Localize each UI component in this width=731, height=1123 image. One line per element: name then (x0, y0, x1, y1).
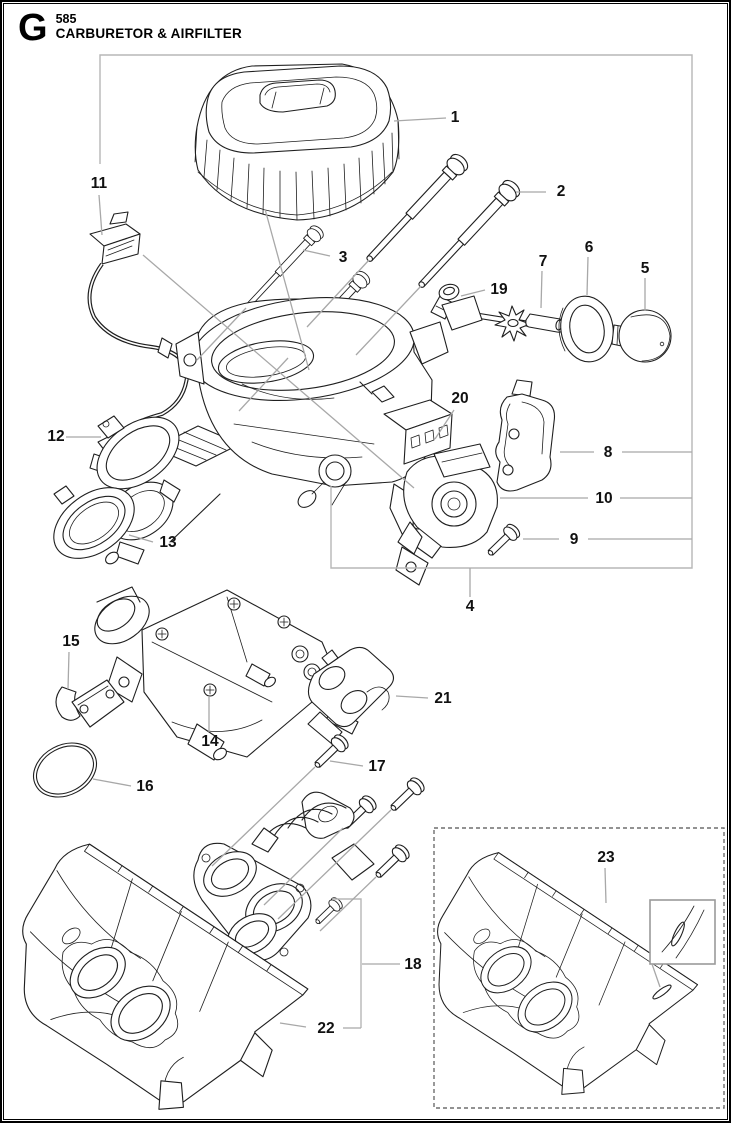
part-16-seal-ring (33, 742, 97, 798)
callout-16-label: 16 (136, 778, 154, 795)
callout-2-label: 2 (557, 183, 566, 200)
part-10-throttle-cam (397, 443, 498, 555)
callout-15-label: 15 (62, 633, 80, 650)
callout-8-label: 8 (604, 444, 613, 461)
assembly-frame (99, 54, 693, 1028)
inset-dashed-box (433, 827, 725, 1109)
part-13-clamp (53, 485, 145, 565)
page-title: CARBURETOR & AIRFILTER (55, 26, 242, 41)
callout-5-label: 5 (641, 260, 650, 277)
callout-6-label: 6 (585, 239, 594, 256)
callout-13-label: 13 (159, 534, 177, 551)
callout-19-label: 19 (490, 281, 508, 298)
callout-20-label: 20 (451, 390, 468, 407)
part-20-connector (359, 381, 453, 465)
callout-labels: 1 2 3 4 5 6 7 8 9 10 11 12 13 14 15 16 1… (47, 109, 649, 1037)
page-header: G 585 CARBURETOR & AIRFILTER (18, 7, 242, 49)
part-5-purge-bulb (611, 309, 672, 363)
part-18-manifold (193, 791, 375, 961)
section-letter: G (18, 7, 48, 49)
callout-10-label: 10 (595, 490, 612, 507)
callout-18-label: 18 (404, 956, 422, 973)
detail-inset-square (649, 899, 716, 965)
callout-22-label: 22 (317, 1020, 334, 1037)
part-12-clamp (96, 415, 181, 503)
part-1-air-filter (194, 63, 400, 221)
part-23-inset (433, 827, 725, 1109)
callout-7-label: 7 (539, 253, 548, 270)
part-15-flange (55, 679, 125, 728)
callout-11-label: 11 (91, 175, 108, 192)
part-6-ring (558, 295, 614, 363)
callout-1-label: 1 (451, 109, 460, 126)
part-23-airfilter-base (437, 852, 699, 1095)
part-14-carburetor (94, 586, 359, 761)
callout-12-label: 12 (47, 428, 64, 445)
part-21-adapter (307, 646, 395, 745)
model-number: 585 (55, 12, 77, 26)
callout-4-label: 4 (466, 598, 475, 615)
callout-17-label: 17 (368, 758, 385, 775)
part-8-bracket (495, 379, 556, 492)
callout-23-label: 23 (597, 849, 615, 866)
callout-3-label: 3 (339, 249, 348, 266)
callout-21-label: 21 (434, 690, 452, 707)
callout-14-label: 14 (201, 733, 219, 750)
part-7-shaft-group (463, 305, 615, 342)
leader-lines (66, 117, 692, 1029)
callout-9-label: 9 (570, 531, 579, 548)
